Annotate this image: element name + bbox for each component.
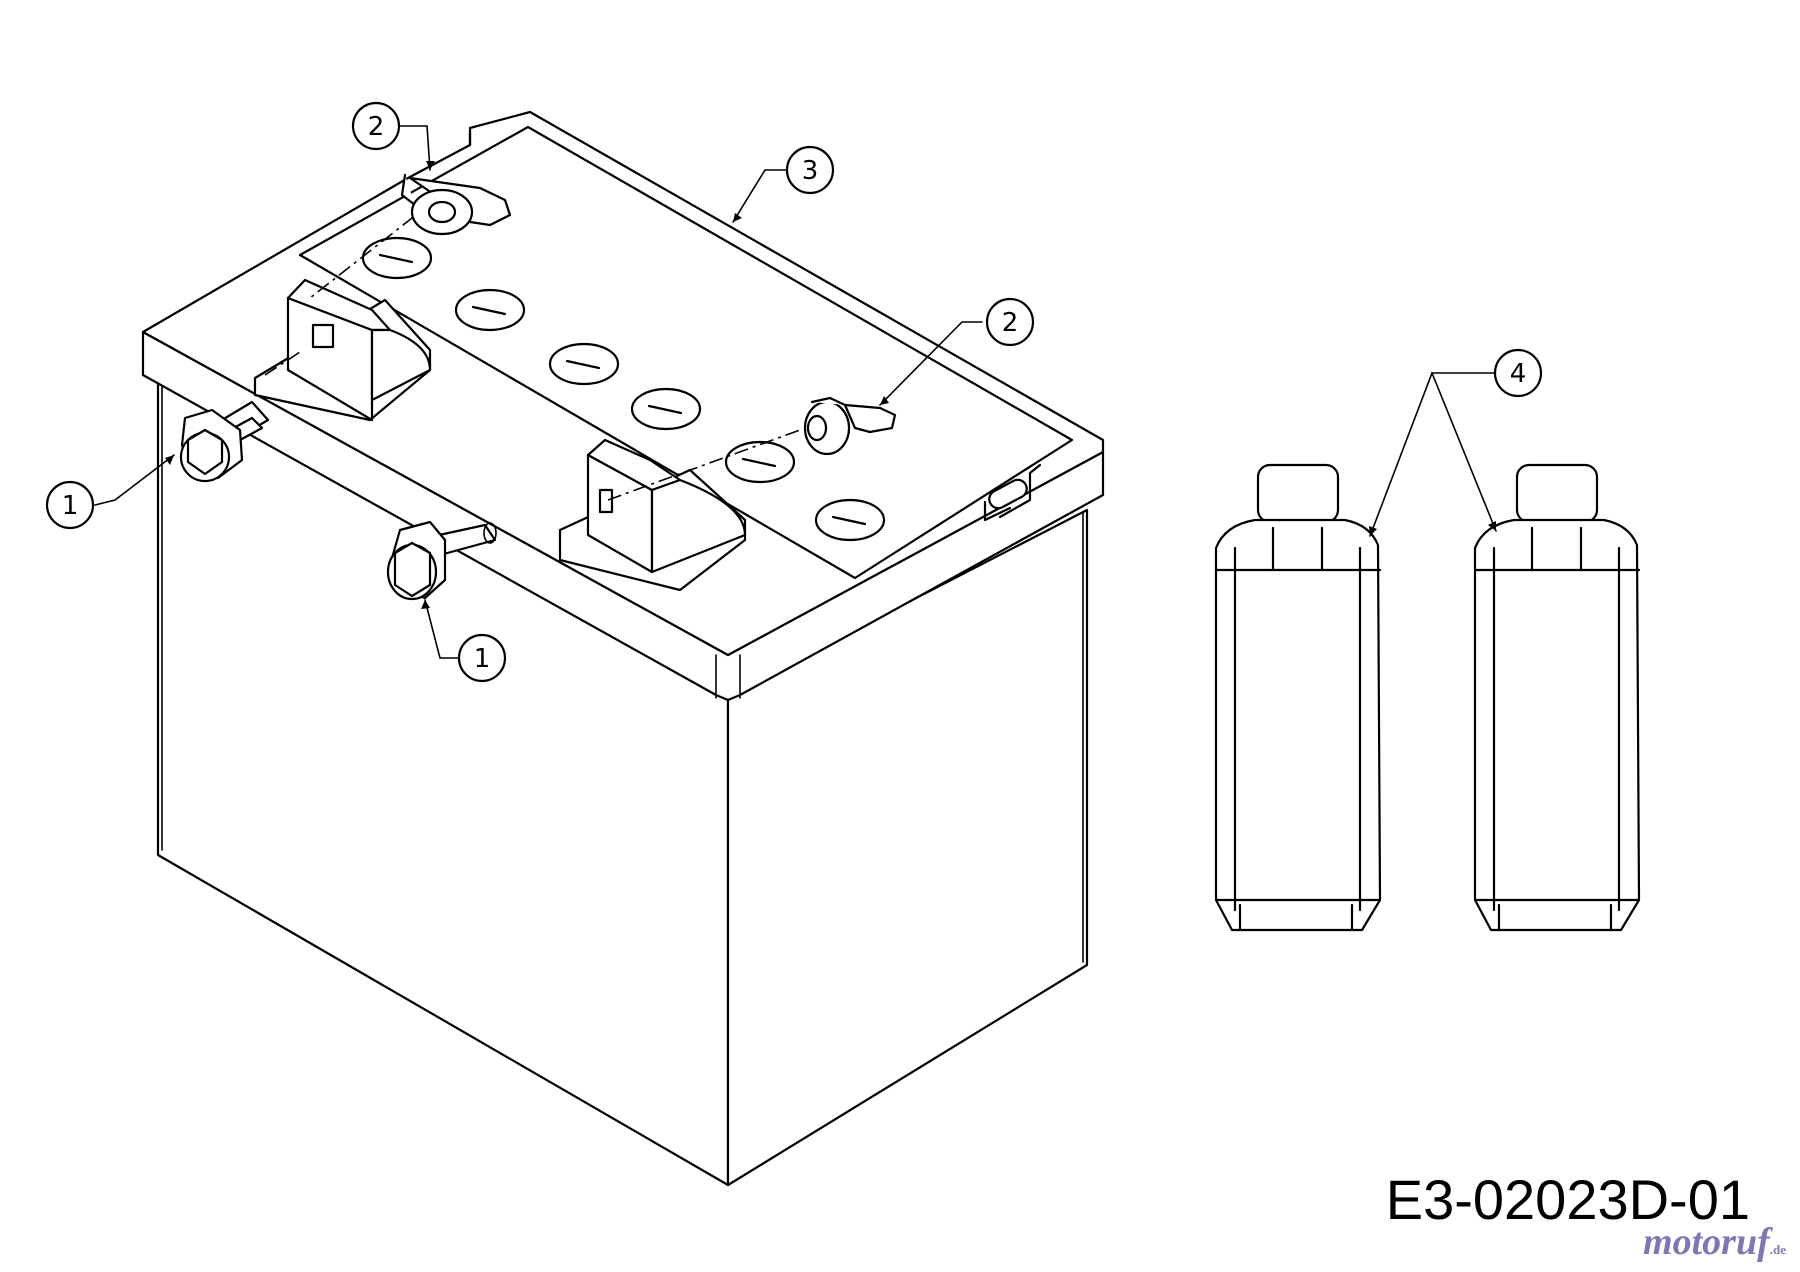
- vent-tube: [983, 478, 1028, 522]
- terminal-post-rear: [253, 278, 432, 422]
- battery: [141, 110, 1105, 1187]
- callout-label: 2: [368, 112, 385, 142]
- wing-nut-front: [803, 396, 897, 456]
- callout-4: 4: [1493, 348, 1543, 398]
- callout-3: 3: [785, 145, 835, 195]
- callout-1-front: 1: [457, 633, 507, 683]
- drawing-number: E3-02023D-01: [1385, 1168, 1750, 1231]
- terminal-post-front: [558, 438, 747, 592]
- watermark-tld: .de: [1769, 1242, 1786, 1257]
- wing-nut-rear: [400, 173, 512, 236]
- callout-label: 1: [474, 644, 491, 674]
- callout-label: 2: [1002, 308, 1019, 338]
- battery-top-panel: [298, 125, 1074, 580]
- callout-label: 3: [802, 156, 819, 186]
- battery-case-side-right: [726, 508, 1089, 1187]
- vent-caps: [361, 236, 886, 542]
- callout-1-left: 1: [45, 480, 95, 530]
- callout-label: 1: [62, 491, 79, 521]
- leader-lines: [94, 125, 1497, 659]
- callout-2-rear: 2: [351, 101, 401, 151]
- electrolyte-bottle-right: [1473, 463, 1641, 932]
- electrolyte-bottle-left: [1214, 463, 1382, 932]
- bolt-front: [386, 520, 497, 601]
- watermark-logo: motoruf.de: [1643, 1220, 1786, 1264]
- bolt-left: [179, 400, 270, 483]
- callout-2-front: 2: [985, 297, 1035, 347]
- callout-label: 4: [1510, 359, 1527, 389]
- watermark-brand: motoruf: [1643, 1221, 1770, 1263]
